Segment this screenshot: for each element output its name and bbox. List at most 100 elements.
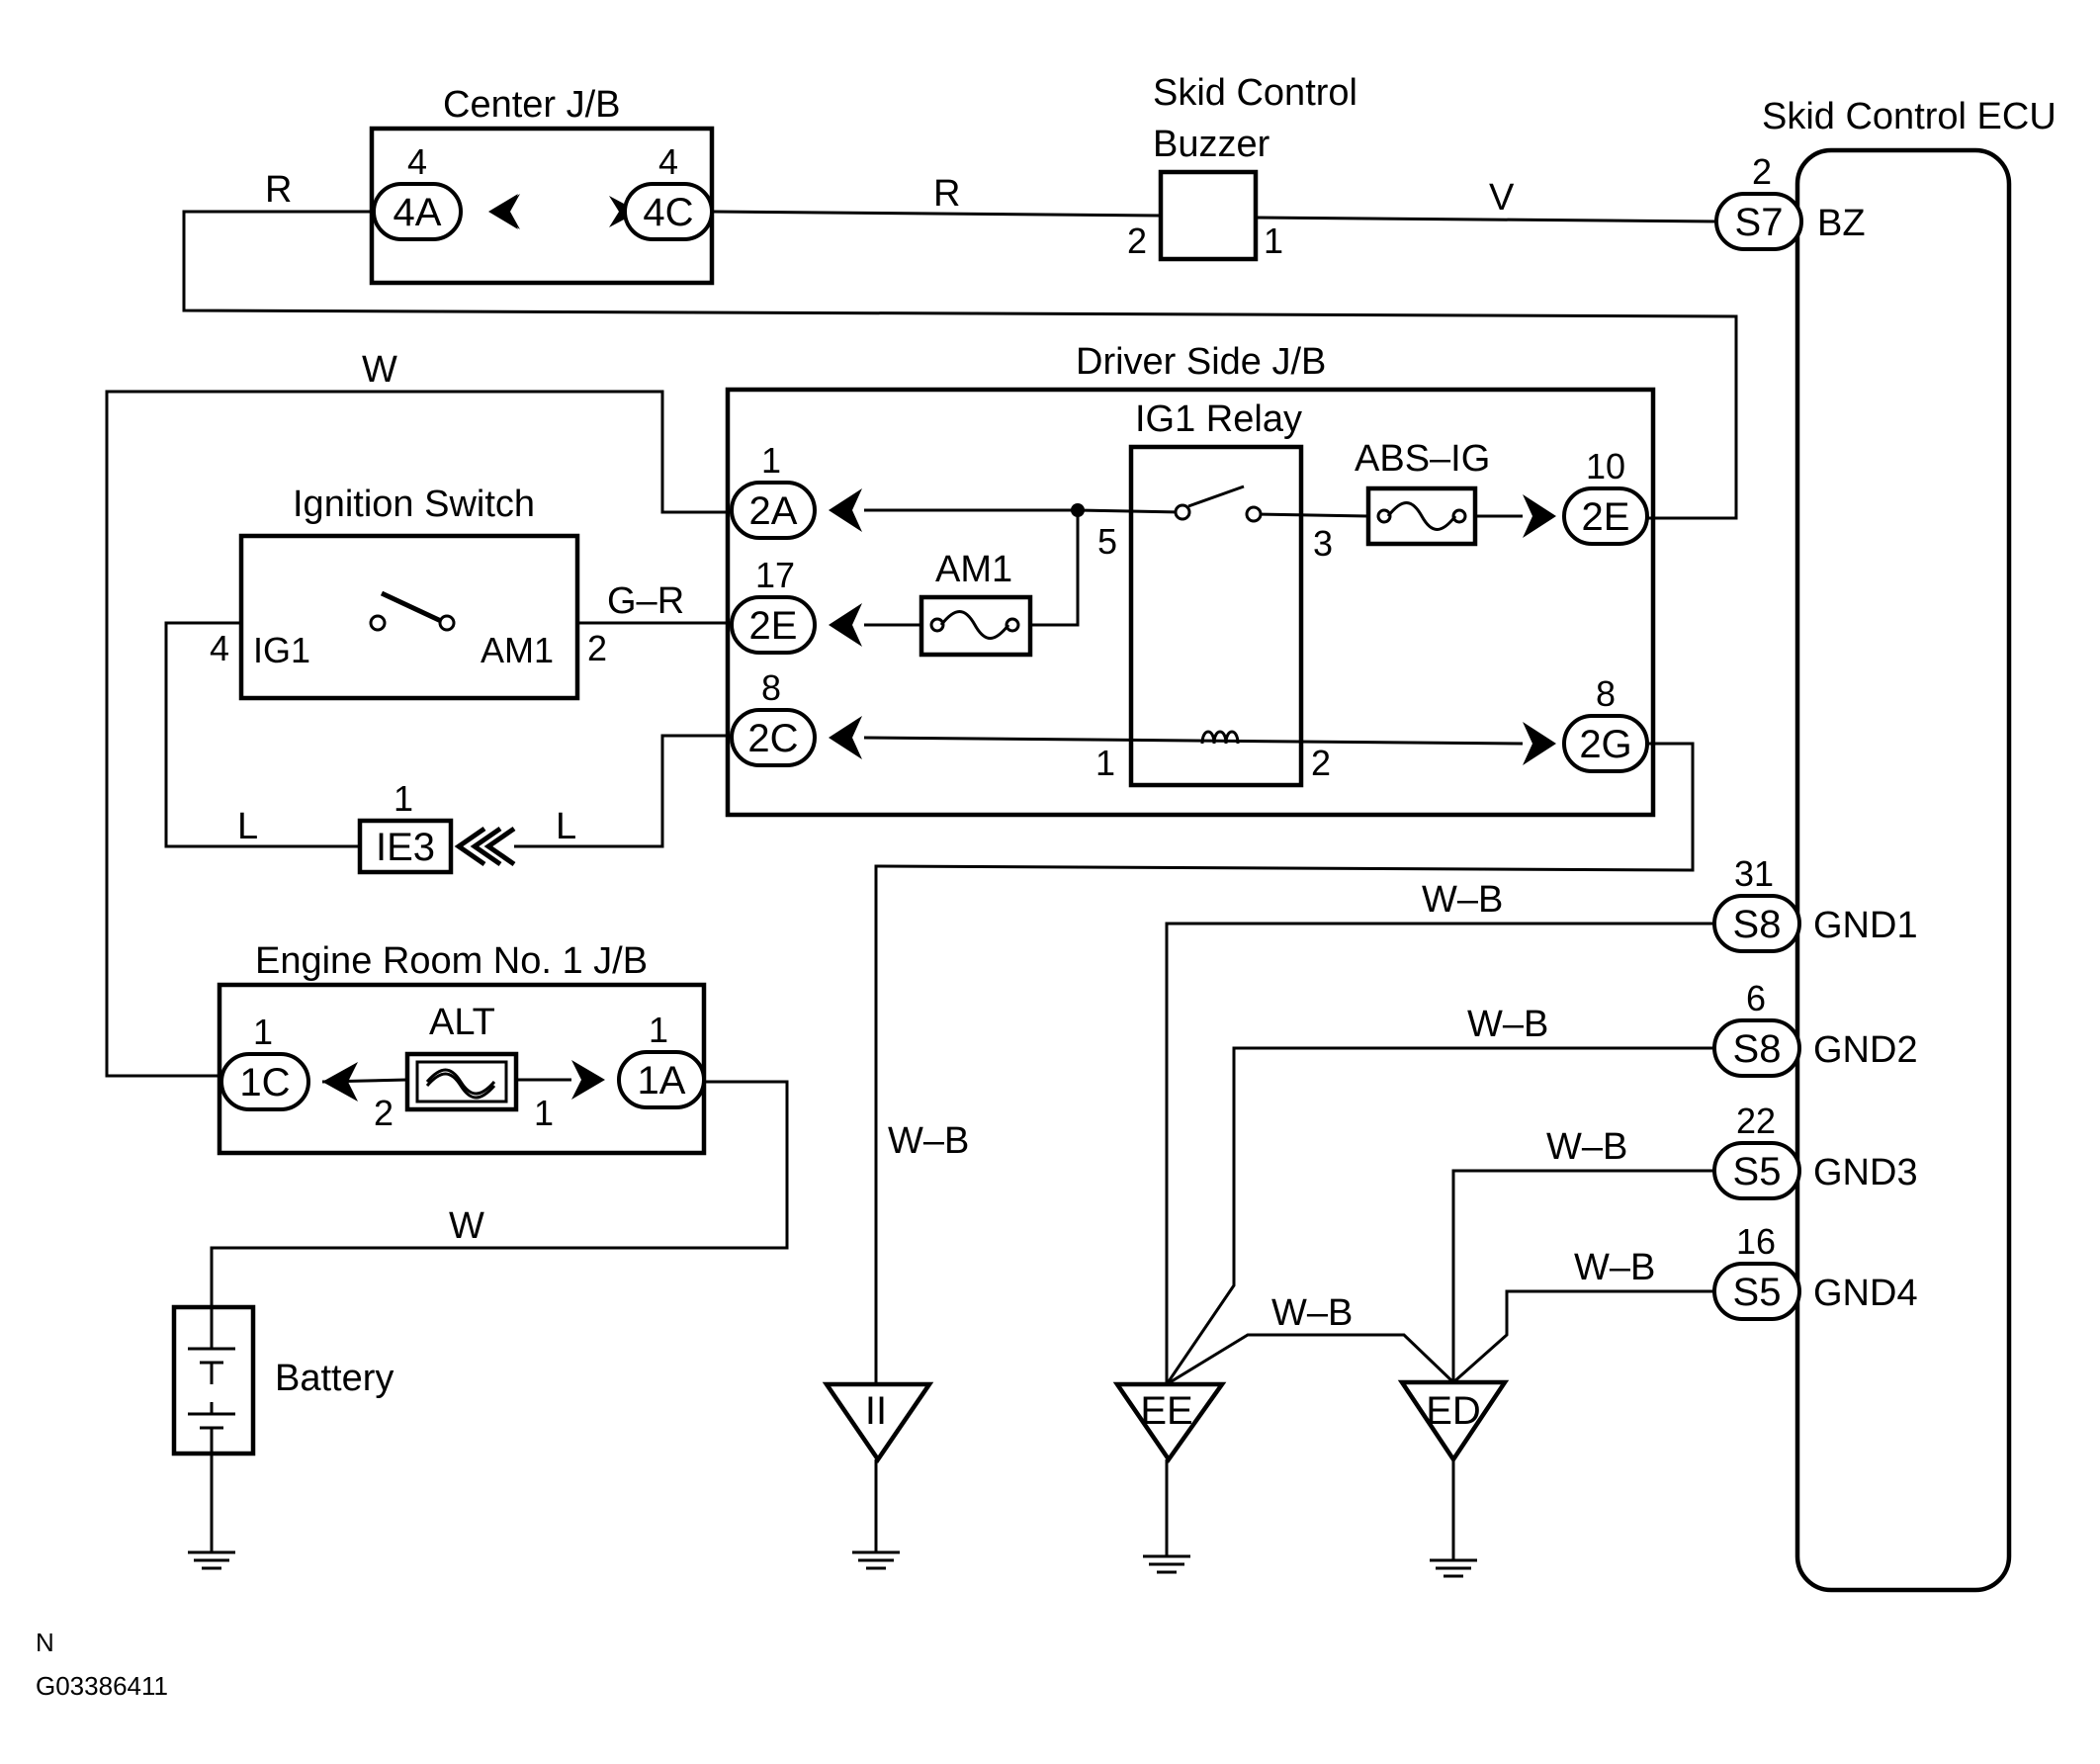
pin-S7: 2 [1752,151,1772,192]
wire-w-bottom [210,1080,789,1307]
pill-2C [730,708,817,767]
pill-S8-gnd2 [1712,1018,1801,1078]
relay-box [1128,444,1304,788]
pin-S8-gnd1: 31 [1734,853,1774,894]
code-2E-right: 2E [1582,495,1630,539]
battery-symbol [171,1304,256,1456]
connector-pills [219,182,1803,1321]
pin-4A: 4 [407,141,427,182]
pin-2A: 1 [761,440,781,481]
abs-ig-title: ABS–IG [1355,438,1490,480]
pin-S5-gnd3: 22 [1736,1101,1776,1141]
pill-2G [1562,714,1649,773]
engine-jb-title: Engine Room No. 1 J/B [255,940,648,982]
buzzer-pin-1: 1 [1264,220,1283,261]
code-S5-gnd3: S5 [1733,1150,1782,1193]
pill-4C [623,182,714,241]
buzzer-title-2: Buzzer [1153,124,1270,165]
relay-switch [1174,485,1263,523]
pin-1A: 1 [649,1010,668,1050]
pill-2A [730,481,817,540]
wire-relay-coil [863,736,1524,746]
wire-label-w-bottom: W [449,1205,484,1247]
term-GND1: GND1 [1813,905,1918,946]
ecu-terminals: BZ GND1 GND2 GND3 GND4 [1813,203,1918,1314]
sw-pin-4: 4 [210,628,229,668]
wire-ee-ed [1166,1333,1455,1386]
wire-relay-3 [1255,512,1369,518]
ign-switch-title: Ignition Switch [293,484,535,525]
chev-2E-right [1523,494,1556,538]
relay-pin-5: 5 [1097,521,1117,562]
wire-label-l-left: L [237,806,258,847]
ignition-contact [369,590,456,632]
buzzer-title-1: Skid Control [1153,72,1357,114]
wire-label-g-r: G–R [607,580,684,622]
chev-2E-left [829,603,862,647]
code-2G: 2G [1579,723,1631,766]
wire-color-codes: R R V W G–R L L W W–B W–B W–B W–B W–B W–… [237,169,1655,1334]
relay-title: IG1 Relay [1135,398,1302,440]
pin-2E-left: 17 [755,555,795,595]
pin-1C: 1 [253,1012,273,1052]
code-2A: 2A [749,489,798,533]
chev-1A [571,1060,605,1100]
ecu-title: Skid Control ECU [1762,96,2056,137]
wire-label-wb-2: W–B [1467,1004,1548,1045]
code-S8-gnd1: S8 [1733,903,1782,946]
am1-fuse [919,594,1033,658]
wire-v [1255,216,1717,223]
pill-S5-gnd4 [1712,1262,1801,1321]
wire-r-mid [713,210,1162,218]
sw-pin-2: 2 [587,628,607,668]
wire-label-wb-link: W–B [1271,1292,1353,1334]
relay-pin-2: 2 [1311,743,1331,783]
driver-jb-box [725,387,1656,818]
ground-label-ee: EE [1140,1389,1192,1433]
buzzer-pin-2: 2 [1127,220,1147,261]
alt-pin-1: 1 [534,1093,554,1133]
box-IE3 [357,818,454,875]
chev-2G [1523,722,1556,765]
buzzer-box [1158,169,1259,262]
ground-symbols [188,1550,1477,1578]
abs-ig-fuse [1365,485,1478,547]
code-2E-left: 2E [749,604,798,648]
term-GND3: GND3 [1813,1152,1918,1193]
pill-2E-left [730,595,817,655]
wire-w-top [105,390,732,1078]
pill-S7 [1714,192,1803,251]
chev-1C [322,1062,358,1102]
ground-label-ii: II [865,1389,887,1433]
chev-2A [829,488,862,532]
code-2C: 2C [747,717,798,760]
center-jb-title: Center J/B [443,84,621,126]
wires [105,210,1738,1560]
pin-S5-gnd4: 16 [1736,1221,1776,1262]
term-BZ: BZ [1817,203,1866,244]
wire-gnd3 [1451,1169,1714,1382]
relay-pin-1: 1 [1095,743,1115,783]
pill-1C [219,1052,310,1111]
code-4C: 4C [643,191,693,234]
pill-2E-right [1562,486,1649,546]
pill-S5-gnd3 [1712,1141,1801,1200]
code-S5-gnd4: S5 [1733,1271,1782,1314]
relay-coil [1200,730,1240,745]
sw-term-ig1: IG1 [253,630,310,670]
pill-S8-gnd1 [1712,894,1801,953]
pin-4C: 4 [658,141,678,182]
wire-label-w-top: W [362,349,397,391]
driver-jb-title: Driver Side J/B [1076,341,1326,383]
figure-code: G03386411 [36,1671,168,1701]
ground-label-ed: ED [1426,1389,1481,1433]
component-pins: 2 1 5 3 1 2 4 IG1 AM1 2 2 1 [210,220,1333,1133]
alt-fuse [404,1051,519,1112]
wire-label-r-left: R [265,169,292,211]
pill-4A [372,182,463,241]
ecu-box [1794,147,2012,1593]
code-1C: 1C [239,1061,290,1104]
pin-2E-right: 10 [1586,446,1625,486]
pin-2C: 8 [761,667,781,708]
